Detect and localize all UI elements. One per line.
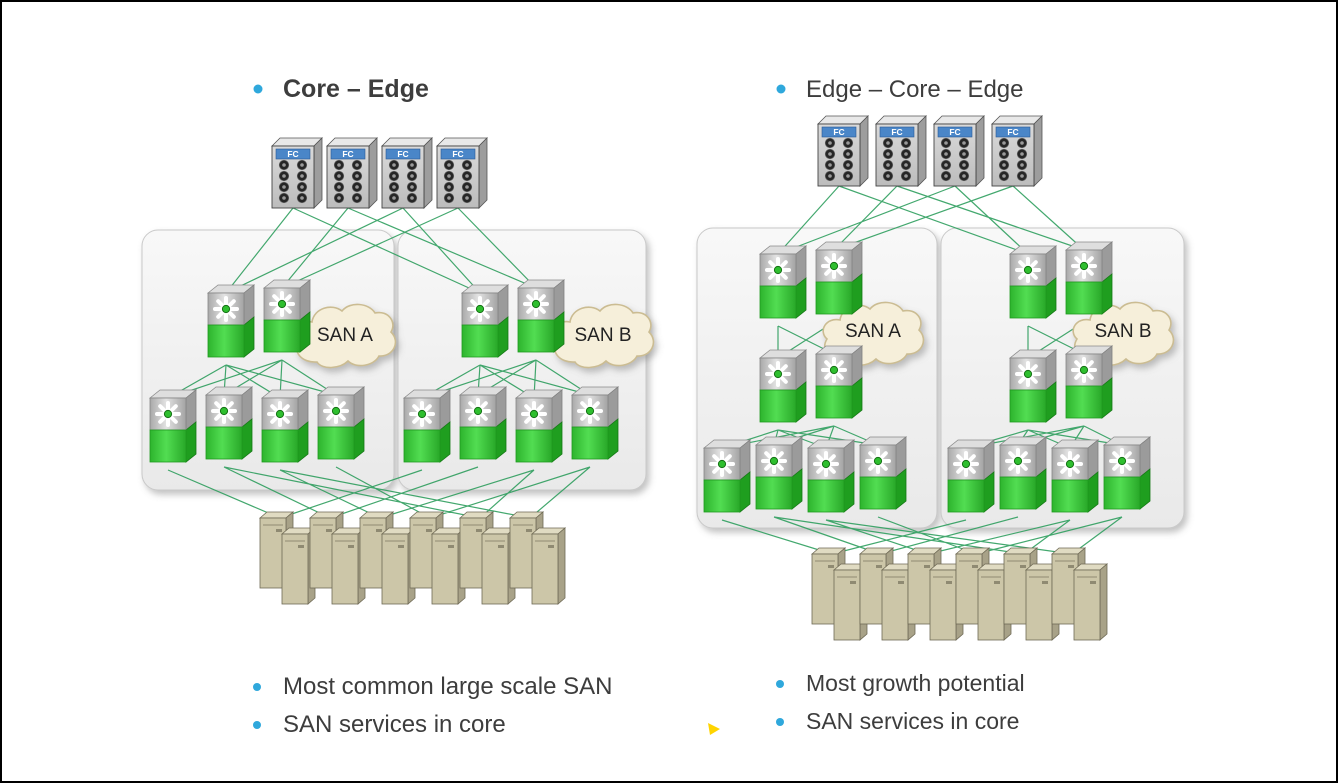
bullet-icon	[253, 721, 261, 729]
left-diagram: Core – Edge SAN A SAN B	[141, 75, 655, 738]
edge-switch	[858, 435, 908, 511]
links-core-to-edge	[167, 359, 591, 399]
cloud-san-b: SAN B	[552, 303, 655, 369]
edge-switch	[514, 388, 564, 464]
edge-switch	[148, 388, 198, 464]
diagram-title: Core – Edge	[283, 75, 429, 103]
fc-storage-array	[933, 115, 985, 187]
edge-switch	[570, 385, 620, 461]
core-switch	[1064, 344, 1114, 420]
links-edge-to-server	[721, 516, 1123, 555]
fc-storage-array	[381, 137, 433, 209]
cloud-label: SAN B	[1094, 321, 1151, 342]
core-switch	[206, 283, 256, 359]
fc-storage-array	[817, 115, 869, 187]
edge-switch	[814, 240, 864, 316]
bullet-item: SAN services in core	[806, 708, 1019, 734]
cloud-san-a: SAN A	[822, 301, 925, 367]
diagram-title: Edge – Core – Edge	[806, 76, 1024, 103]
core-switch	[1008, 348, 1058, 424]
edge-switch	[758, 244, 808, 320]
core-switch	[460, 283, 510, 359]
bullet-item: SAN services in core	[283, 711, 506, 738]
edge-switch	[1064, 240, 1114, 316]
links-storage-to-core	[225, 207, 537, 294]
cloud-san-a: SAN A	[294, 303, 397, 369]
core-switch	[758, 348, 808, 424]
fc-storage-array	[875, 115, 927, 187]
edge-switch	[998, 435, 1048, 511]
edge-switch	[458, 385, 508, 461]
cloud-label: SAN B	[574, 325, 631, 346]
bullet-icon	[776, 718, 784, 726]
bullet-item: Most growth potential	[806, 670, 1025, 696]
edge-switch	[946, 438, 996, 514]
bullet-icon	[776, 680, 784, 688]
fc-storage-array	[271, 137, 323, 209]
fc-storage-array	[991, 115, 1043, 187]
edge-switch	[754, 435, 804, 511]
right-diagram: Edge – Core – Edge SAN A SAN B	[696, 76, 1185, 734]
edge-switch	[702, 438, 752, 514]
cloud-san-b: SAN B	[1072, 301, 1175, 367]
yellow-marker	[708, 723, 720, 735]
core-switch	[814, 344, 864, 420]
edge-switch	[806, 438, 856, 514]
cloud-label: SAN A	[845, 321, 901, 342]
cloud-label: SAN A	[317, 325, 373, 346]
edge-switch	[316, 385, 366, 461]
fc-storage-array	[436, 137, 488, 209]
links-edge-to-server	[167, 466, 591, 519]
edge-switch	[1102, 435, 1152, 511]
title-bullet-icon	[776, 84, 786, 94]
edge-switch	[260, 388, 310, 464]
core-switch	[262, 278, 312, 354]
edge-switch	[1050, 438, 1100, 514]
title-bullet-icon	[253, 84, 263, 94]
fc-storage-array	[326, 137, 378, 209]
bullet-icon	[253, 683, 261, 691]
edge-switch	[1008, 244, 1058, 320]
edge-switch	[402, 388, 452, 464]
links-storage-to-edge	[777, 185, 1085, 255]
bullet-item: Most common large scale SAN	[283, 673, 612, 700]
edge-switch	[204, 385, 254, 461]
core-switch	[516, 278, 566, 354]
